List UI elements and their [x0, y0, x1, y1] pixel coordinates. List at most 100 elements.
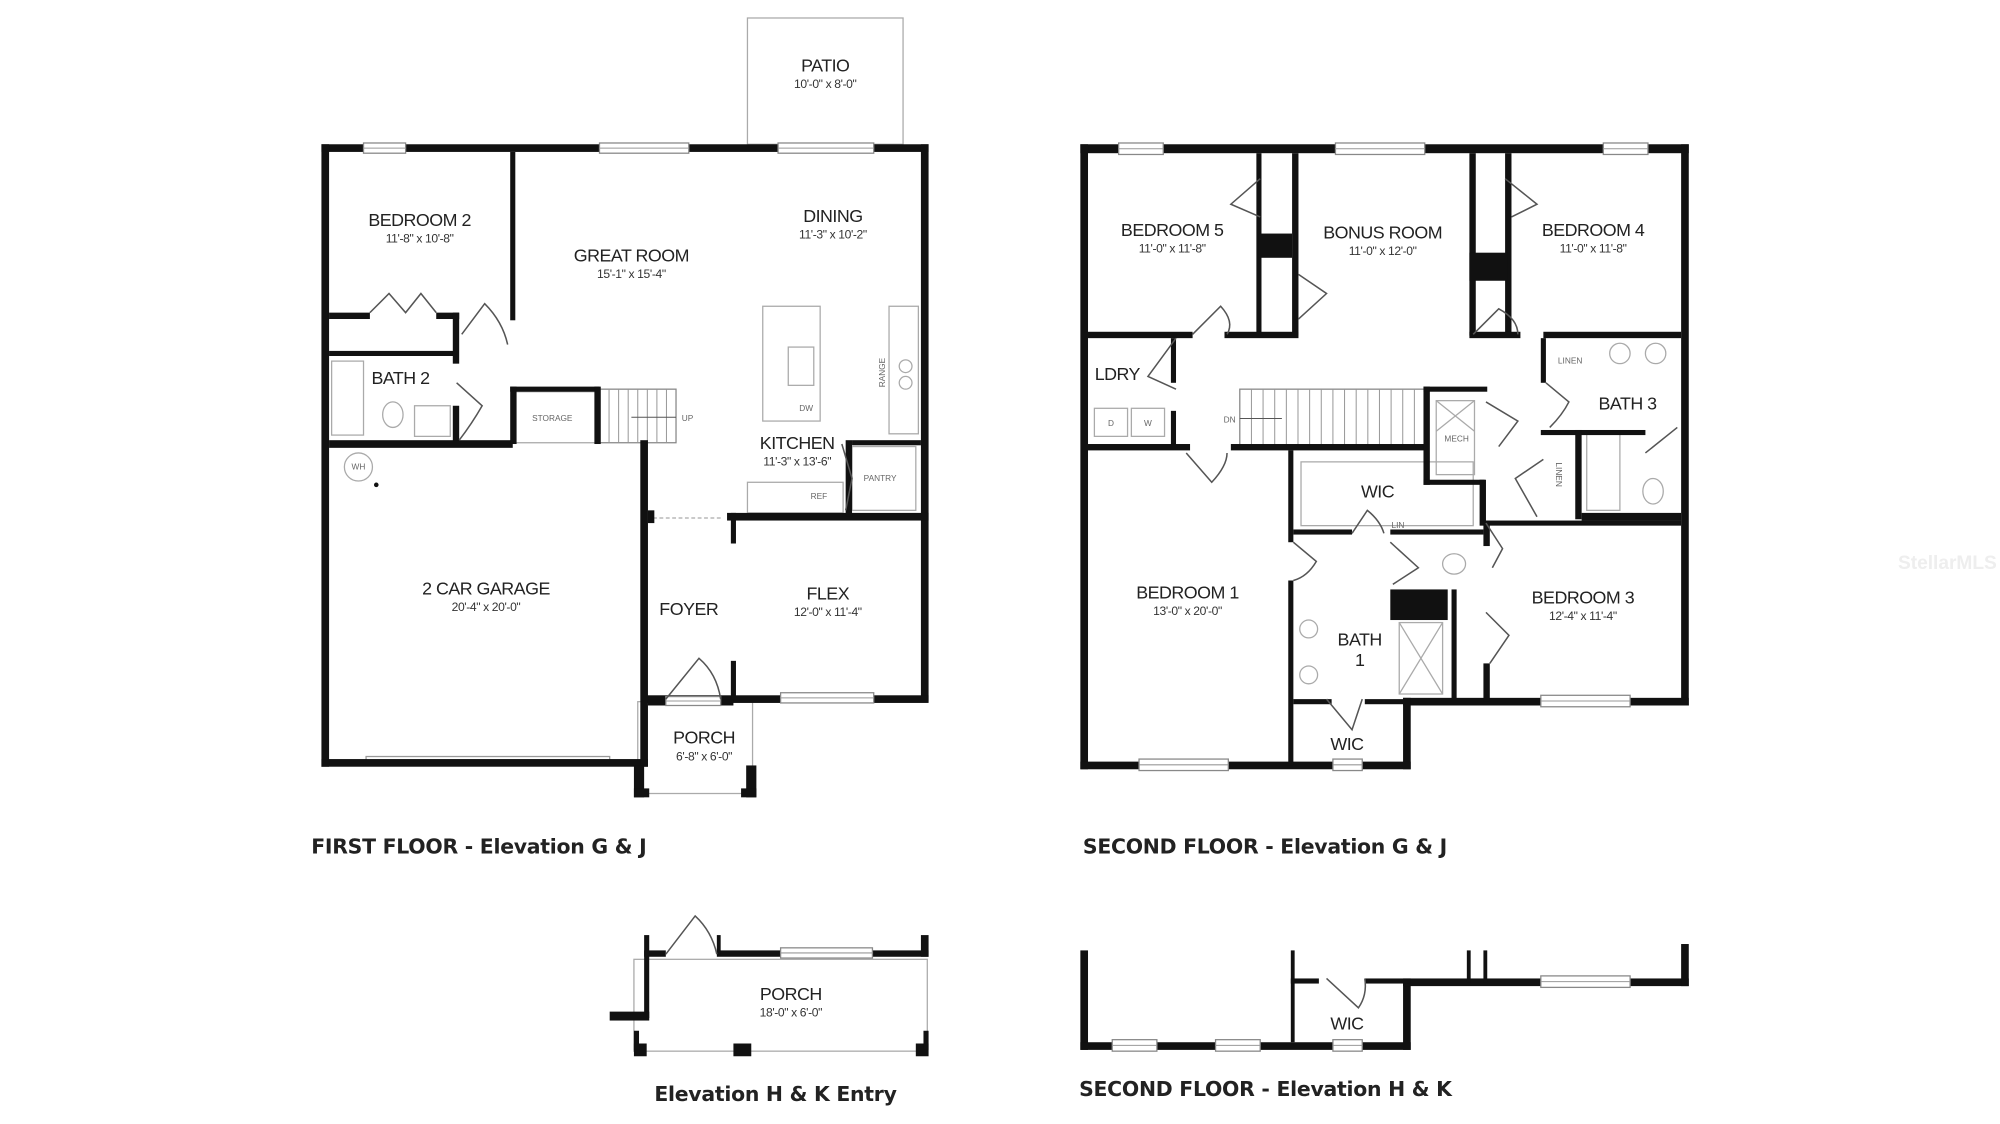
wall [452, 405, 460, 445]
wall [436, 312, 460, 320]
wall [609, 1011, 650, 1021]
fixture-mech: MECH [1444, 433, 1468, 443]
door-swing [1545, 382, 1570, 428]
toilet-icon [382, 401, 404, 429]
wall [1170, 338, 1177, 383]
wall [1364, 978, 1411, 984]
wall [1088, 331, 1193, 339]
room-dim-bonus: 11'-0" x 12'-0" [1349, 244, 1417, 258]
wall [733, 1043, 752, 1057]
wall [329, 312, 370, 320]
wall [644, 935, 650, 1018]
wall [594, 386, 601, 445]
wall [1390, 589, 1448, 621]
door-swing [1644, 426, 1678, 454]
wall [923, 1030, 929, 1050]
walls-layer [321, 144, 1689, 1057]
wall [1469, 252, 1508, 281]
fixture-linen: LINEN [1558, 356, 1582, 366]
wall [321, 759, 648, 767]
wall [845, 440, 853, 517]
first-floor-caption: FIRST FLOOR - Elevation G & J [311, 834, 646, 858]
wall [1290, 978, 1319, 984]
doors-layer [369, 178, 1678, 1009]
alt-porch-outline [633, 958, 928, 1052]
sink-icon [413, 405, 451, 438]
wall [1681, 944, 1689, 987]
burner-icon [898, 359, 913, 374]
mech-x [1435, 400, 1475, 432]
wall [716, 935, 721, 955]
wall [1483, 950, 1488, 983]
fixture-washer: W [1144, 418, 1152, 428]
wall [510, 386, 600, 392]
wall [640, 440, 648, 767]
wall [1364, 699, 1404, 705]
toilet-icon [1642, 477, 1664, 505]
labels-layer: PATIO 10'-0" x 8'-0" BEDROOM 2 11'-8" x … [311, 56, 1997, 1106]
wall [329, 350, 457, 357]
door-swing [461, 302, 509, 345]
wall [1451, 589, 1457, 700]
wall [730, 660, 736, 700]
wall [1224, 331, 1299, 339]
room-name-ldry: LDRY [1095, 364, 1141, 384]
windows-layer [362, 142, 1649, 1052]
wall [1230, 444, 1429, 451]
door-swing [1325, 698, 1363, 732]
bathtub [1586, 430, 1621, 511]
room-name-bedroom1: BEDROOM 1 [1136, 582, 1239, 602]
fixture-storage: STORAGE [532, 413, 573, 423]
sink-icon [1609, 342, 1631, 365]
wall [1080, 761, 1411, 770]
kitchen-island [762, 305, 821, 422]
wall [1483, 520, 1490, 547]
bathtub [330, 360, 365, 436]
washer [1130, 407, 1166, 438]
room-name-flex: FLEX [807, 584, 850, 604]
room-dim-bedroom5: 11'-0" x 11'-8" [1139, 242, 1206, 256]
door-swing [1192, 305, 1231, 335]
fixture-wh: WH [352, 462, 366, 472]
room-dim-bedroom4: 11'-0" x 11'-8" [1560, 242, 1627, 256]
mech-closet [1435, 400, 1476, 476]
wall [510, 151, 516, 321]
wall [1483, 663, 1490, 702]
door-swing [1485, 611, 1510, 664]
toilet-icon [1441, 553, 1467, 575]
wall [730, 512, 736, 544]
wall [647, 510, 655, 524]
door-swing [1485, 401, 1519, 448]
shower-x [1398, 622, 1444, 695]
wall [1581, 512, 1682, 521]
room-name-bedroom3: BEDROOM 3 [1532, 587, 1635, 607]
wall [1469, 331, 1521, 339]
wall [1293, 699, 1332, 705]
wall [510, 386, 517, 445]
wall [1288, 580, 1294, 766]
room-name-bath1-number: 1 [1355, 650, 1365, 670]
door-swing [1146, 337, 1177, 390]
fixture-lin: LIN [1392, 520, 1405, 530]
wall [321, 144, 330, 767]
wall [633, 765, 645, 798]
fixture-ref: REF [811, 491, 828, 501]
room-name-alt-porch: PORCH [760, 984, 822, 1004]
room-dim-great-room: 15'-1" x 15'-4" [597, 267, 666, 281]
burner-icon [898, 375, 913, 390]
wall [920, 144, 929, 702]
door-swing [1292, 541, 1318, 582]
ref-space [746, 481, 844, 514]
room-name-bedroom4: BEDROOM 4 [1542, 220, 1645, 240]
door-swing [665, 657, 722, 700]
wall [1080, 144, 1089, 770]
room-name-foyer: FOYER [659, 599, 719, 619]
wall [1681, 144, 1689, 706]
wall [1479, 479, 1486, 526]
room-dim-garage: 20'-4" x 20'-0" [452, 600, 521, 614]
room-dim-dining: 11'-3" x 10'-2" [799, 228, 867, 242]
room-dim-patio: 10'-0" x 8'-0" [794, 77, 856, 91]
dryer [1093, 407, 1129, 438]
dot [373, 482, 379, 488]
sink-icon [1644, 342, 1667, 365]
